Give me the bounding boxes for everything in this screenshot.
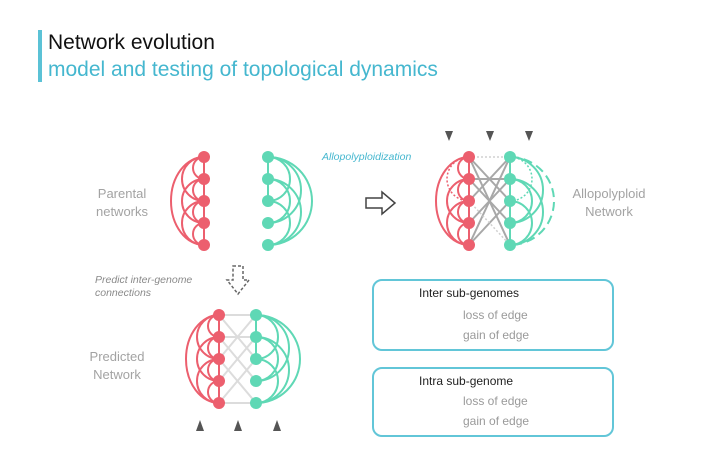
- allopolyploid-inter-lost-edges: [468, 156, 511, 246]
- allopolyploid-network-label: Allopolyploid Network: [572, 186, 646, 219]
- title-accent-bar: [38, 30, 42, 82]
- allopolyploid-inter-edges: [468, 156, 511, 246]
- allopolyploid-red-nodes: [463, 151, 475, 251]
- legend-inter-sub-genomes: [372, 279, 614, 351]
- parental-red-nodes: [198, 151, 210, 251]
- legend-intra-gain-label: gain of edge: [463, 414, 530, 428]
- predict-inter-genome-note: Predict inter-genome connections: [95, 274, 193, 299]
- allopolyploid-green-nodes: [504, 151, 516, 251]
- parental-green-nodes: [262, 151, 274, 251]
- page-title: Network evolution: [48, 31, 215, 54]
- predicted-network-label: Predicted Network: [89, 349, 145, 382]
- predicted-green-network: [255, 314, 301, 404]
- page-subtitle: model and testing of topological dynamic…: [48, 58, 438, 81]
- predicted-red-network: [185, 314, 220, 404]
- arrow-right-icon: [365, 190, 397, 216]
- legend-inter-gain-label: gain of edge: [463, 328, 530, 342]
- legend-inter-loss-label: loss of edge: [463, 308, 528, 322]
- parental-green-network: [267, 156, 313, 246]
- parental-networks-label: Parental networks: [95, 186, 149, 219]
- predicted-red-nodes: [213, 309, 225, 409]
- legend-inter-title: Inter sub-genomes: [419, 286, 520, 300]
- predicted-green-nodes: [250, 309, 262, 409]
- arrow-down-icon: [225, 265, 251, 296]
- predicted-inter-edges: [218, 314, 257, 404]
- allopolyploid-green-network: [509, 156, 555, 246]
- legend-intra-sub-genome: [372, 367, 614, 437]
- legend-intra-loss-label: loss of edge: [463, 394, 528, 408]
- legend-intra-title: Intra sub-genome: [419, 374, 514, 388]
- allopolyploid-marker-icons: [445, 131, 533, 141]
- predicted-marker-icons: [196, 420, 281, 431]
- allopolyploidization-label: Allopolyploidization: [322, 151, 412, 163]
